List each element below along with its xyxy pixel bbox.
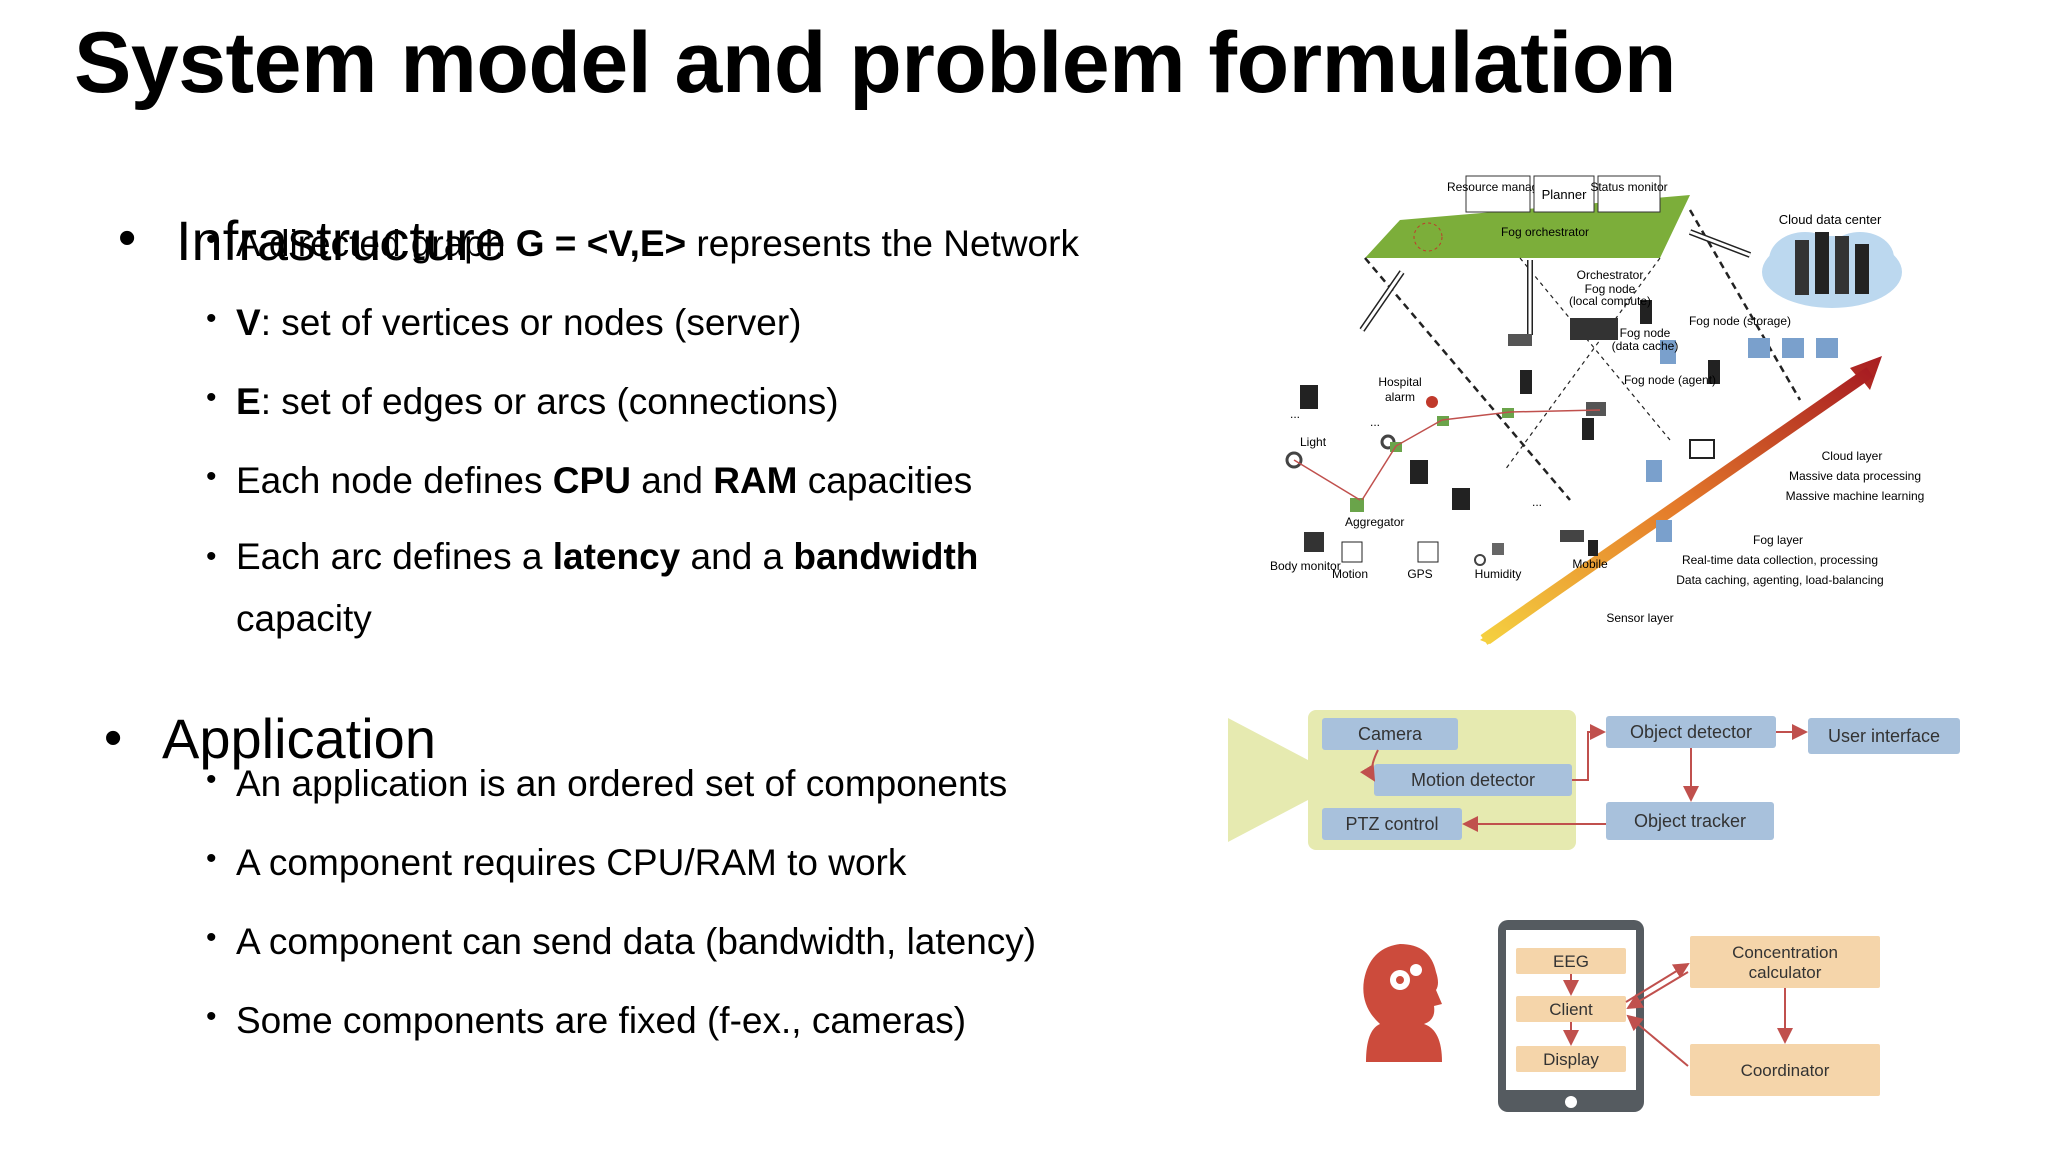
svg-text:PTZ control: PTZ control [1345, 814, 1438, 834]
light-label: Light [1300, 435, 1327, 449]
svg-text:Real-time data collection, pro: Real-time data collection, processing [1682, 553, 1878, 567]
cloud-icon [1762, 232, 1902, 308]
infra-item-graph: • A directed graph G = <V,E> represents … [206, 223, 1079, 264]
eeg-box: EEG [1516, 948, 1626, 974]
fog-architecture-diagram: Resource manager Planner Status monitor … [1270, 175, 1925, 645]
svg-text:...: ... [1532, 495, 1542, 509]
svg-text:Massive data processing: Massive data processing [1789, 469, 1921, 483]
svg-text:...: ... [1290, 407, 1300, 421]
fog-node-local-label: Fog node [1585, 282, 1636, 296]
sub-bullet: • [206, 763, 217, 796]
sub-bullet: • [206, 842, 217, 875]
app-item-send-data: •A component can send data (bandwidth, l… [206, 921, 1037, 962]
sensor-layer-label: Sensor layer [1606, 611, 1673, 625]
camera-shape-icon [1228, 718, 1308, 842]
svg-text:Data caching, agenting, load-b: Data caching, agenting, load-balancing [1676, 573, 1883, 587]
fog-node-cache-label: Fog node [1620, 326, 1671, 340]
svg-text:Massive machine learning: Massive machine learning [1786, 489, 1925, 503]
svg-text:Concentration: Concentration [1732, 943, 1838, 962]
body-monitor-label: Body monitor [1270, 559, 1341, 573]
fog-layer-label: Fog layer [1753, 533, 1803, 547]
sub-bullet: • [206, 540, 217, 573]
aggregator-label: Aggregator [1345, 515, 1404, 529]
infra-item-edges: • E: set of edges or arcs (connections) [206, 381, 839, 422]
camera-app-diagram: Camera Motion detector PTZ control Objec… [1228, 710, 1960, 850]
svg-text:alarm: alarm [1385, 390, 1415, 404]
client-box: Client [1516, 996, 1626, 1022]
svg-text:(local compute): (local compute) [1569, 294, 1651, 308]
sub-bullet: • [206, 460, 217, 493]
motion-label: Motion [1332, 567, 1368, 581]
svg-text:EEG: EEG [1553, 952, 1589, 971]
svg-text:Motion detector: Motion detector [1411, 770, 1535, 790]
fog-node-agent-label: Fog node (agent) [1624, 373, 1716, 387]
gps-label: GPS [1407, 567, 1432, 581]
application-heading: Application [162, 707, 436, 770]
app-item-cpu-ram: •A component requires CPU/RAM to work [206, 842, 907, 883]
sub-bullet: • [206, 223, 217, 256]
ptz-control-box: PTZ control [1322, 808, 1462, 840]
motion-detector-box: Motion detector [1374, 764, 1572, 796]
concentration-calculator-box: Concentration calculator [1690, 936, 1880, 988]
object-tracker-box: Object tracker [1606, 802, 1774, 840]
fog-node-storage-label: Fog node (storage) [1689, 314, 1791, 328]
svg-text:Status monitor: Status monitor [1590, 180, 1667, 194]
infrastructure-bullet: • [118, 209, 137, 267]
app-item-ordered-set: •An application is an ordered set of com… [206, 763, 1008, 804]
fog-orchestrator-label: Fog orchestrator [1501, 225, 1589, 239]
user-interface-box: User interface [1808, 718, 1960, 754]
svg-text:Display: Display [1543, 1050, 1599, 1069]
orchestrator-label: Orchestrator [1577, 268, 1644, 282]
svg-text:User interface: User interface [1828, 726, 1940, 746]
sub-bullet: • [206, 921, 217, 954]
sub-bullet: • [206, 381, 217, 414]
object-detector-box: Object detector [1606, 716, 1776, 748]
display-box: Display [1516, 1046, 1626, 1072]
hospital-alarm-label: Hospital [1378, 375, 1421, 389]
svg-text:(data cache): (data cache) [1612, 339, 1679, 353]
infra-item-arc-capacity: • Each arc defines a latency and a bandw… [206, 526, 978, 650]
top-box-resource-manager: Resource manager [1447, 175, 1549, 213]
infrastructure-heading: Infrastructure [176, 209, 506, 272]
cloud-layer-label: Cloud layer [1822, 449, 1883, 463]
infra-item-node-capacity: • Each node defines CPU and RAM capaciti… [206, 460, 973, 501]
slide-title: System model and problem formulation [74, 15, 1676, 111]
application-bullet: • [104, 709, 123, 767]
humidity-label: Humidity [1475, 567, 1522, 581]
sub-bullet: • [206, 1000, 217, 1033]
top-box-planner: Planner [1533, 175, 1595, 213]
sub-bullet: • [206, 302, 217, 335]
infra-item-vertices: • V: set of vertices or nodes (server) [206, 302, 802, 343]
cloud-dc-label: Cloud data center [1779, 212, 1882, 227]
svg-text:Object detector: Object detector [1630, 722, 1752, 742]
eeg-app-diagram: EEG Client Display Concentration calcula… [1363, 920, 1880, 1112]
svg-text:calculator: calculator [1749, 963, 1822, 982]
camera-box: Camera [1322, 718, 1458, 750]
svg-text:Resource manager: Resource manager [1447, 180, 1549, 194]
svg-text:Planner: Planner [1542, 187, 1587, 202]
coordinator-box: Coordinator [1690, 1044, 1880, 1096]
user-head-icon [1363, 944, 1442, 1062]
svg-text:Object tracker: Object tracker [1634, 811, 1746, 831]
svg-text:...: ... [1370, 415, 1380, 429]
svg-text:Camera: Camera [1358, 724, 1423, 744]
svg-text:Coordinator: Coordinator [1741, 1061, 1830, 1080]
top-box-status-monitor: Status monitor [1590, 175, 1668, 213]
mobile-label: Mobile [1572, 557, 1608, 571]
svg-text:Client: Client [1549, 1000, 1593, 1019]
app-item-fixed: •Some components are fixed (f-ex., camer… [206, 1000, 967, 1041]
